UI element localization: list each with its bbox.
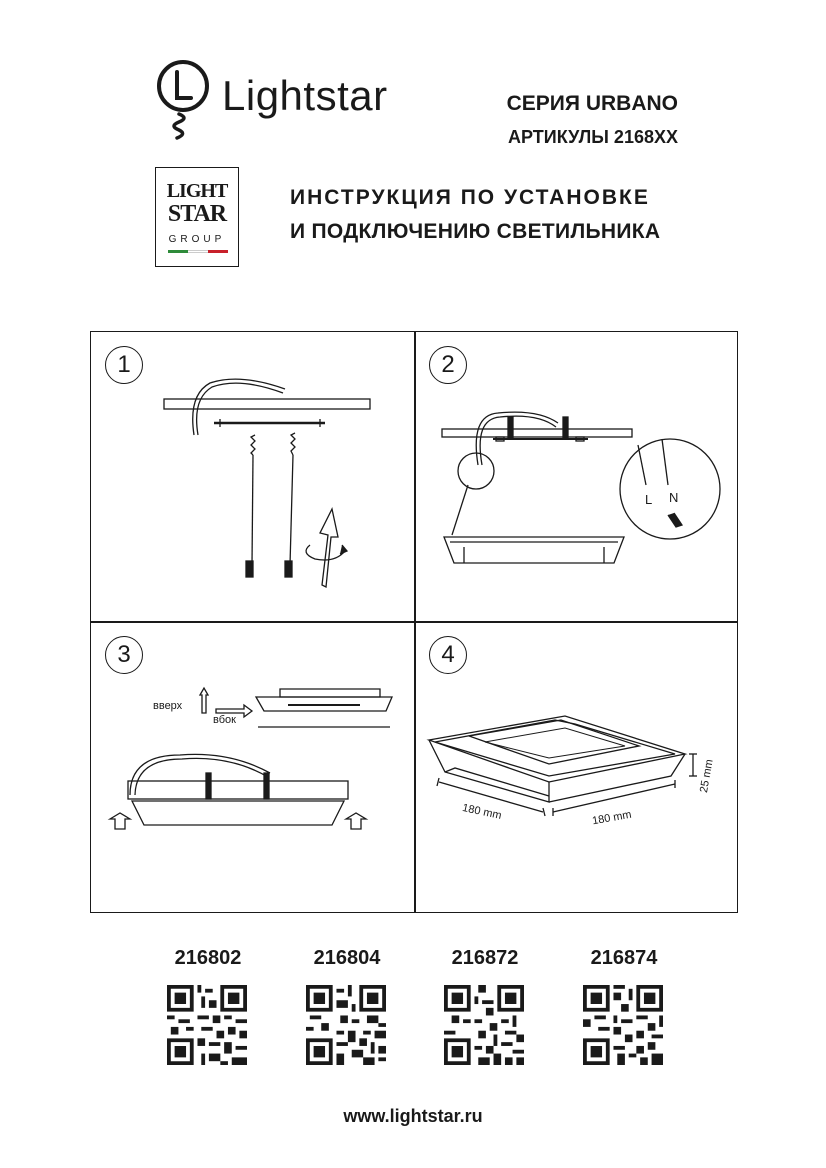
website-link[interactable]: www.lightstar.ru [343,1106,483,1126]
wire-label-l: L [645,492,653,507]
flag-stripe-white [188,250,208,253]
group-logo-line3: GROUP [168,234,226,245]
group-logo-line2: STAR [167,201,227,227]
flag-stripe-red [208,250,228,253]
group-logo-line1: LIGHT [166,180,229,202]
instruction-title-line1: ИНСТРУКЦИЯ ПО УСТАНОВКЕ [290,186,650,209]
articles-title: АРТИКУЛЫ 2168XX [508,127,678,147]
qr-code-2[interactable] [306,985,386,1065]
instruction-title-line2: И ПОДКЛЮЧЕНИЮ СВЕТИЛЬНИКА [290,220,661,243]
step-3-number: 3 [105,636,143,674]
brand-logo [155,58,425,140]
flag-stripe-green [168,250,188,253]
lightstar-group-logo: LIGHT STAR GROUP [155,167,239,267]
lightbulb-icon [157,60,209,140]
qr-code-3[interactable] [444,985,524,1065]
grid-divider-horizontal [90,621,738,623]
direction-label-up: вверх [153,700,183,712]
wire-label-n: N [669,490,679,505]
step-4-illustration [426,715,697,817]
product-code-4: 216874 [590,947,658,969]
step-4-number: 4 [429,636,467,674]
series-title: СЕРИЯ URBANO [506,92,678,115]
direction-label-side: вбок [213,714,236,726]
product-code-3: 216872 [451,947,519,969]
step-2-number: 2 [429,346,467,384]
step-1-illustration [163,378,371,589]
qr-code-1[interactable] [167,985,247,1065]
step-1-number: 1 [105,346,143,384]
qr-code-4[interactable] [583,985,663,1065]
product-code-1: 216802 [174,947,242,969]
step-3-illustration [107,686,393,830]
step-2-illustration [441,411,721,564]
brand-name: Lightstar [222,72,388,119]
product-code-2: 216804 [313,947,381,969]
